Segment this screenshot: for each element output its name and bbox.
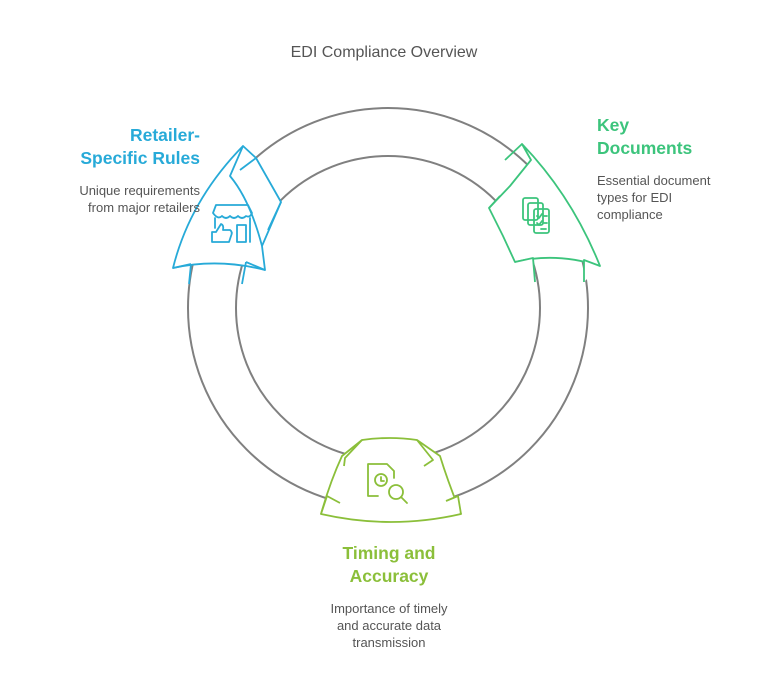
heading-line: Retailer- <box>129 125 200 145</box>
heading-line: Specific Rules <box>80 148 200 168</box>
step-heading: Timing and Accuracy <box>284 542 494 588</box>
desc-line: Unique requirements <box>79 183 200 198</box>
desc-line: from major retailers <box>88 200 200 215</box>
diagram-title: EDI Compliance Overview <box>290 44 478 61</box>
desc-line: Essential document <box>597 173 711 188</box>
desc-line: types for EDI <box>597 190 673 205</box>
step-description: Unique requirements from major retailers <box>20 182 200 216</box>
step-heading: Key Documents <box>597 114 747 160</box>
step-key-documents: Key Documents Essential document types f… <box>597 114 747 223</box>
timing-arrow <box>320 437 462 523</box>
desc-line: and accurate data <box>336 618 442 633</box>
storefront-thumbs-up-icon <box>211 204 253 243</box>
desc-line: Importance of timely <box>330 601 448 616</box>
heading-line: Accuracy <box>349 566 429 586</box>
step-description: Importance of timely and accurate data t… <box>284 600 494 651</box>
heading-line: Timing and <box>342 543 436 563</box>
step-retailer-rules: Retailer- Specific Rules Unique requirem… <box>20 124 200 216</box>
step-heading: Retailer- Specific Rules <box>20 124 200 170</box>
document-checklist-icon <box>522 197 550 234</box>
documents-arrow <box>488 143 601 283</box>
step-timing-accuracy: Timing and Accuracy Importance of timely… <box>284 542 494 651</box>
desc-line: compliance <box>597 207 663 222</box>
retailer-arrow <box>172 145 282 285</box>
heading-line: Documents <box>597 138 693 158</box>
document-clock-search-icon <box>367 463 408 504</box>
desc-line: transmission <box>352 635 426 650</box>
heading-line: Key <box>597 115 630 135</box>
step-description: Essential document types for EDI complia… <box>597 172 747 223</box>
